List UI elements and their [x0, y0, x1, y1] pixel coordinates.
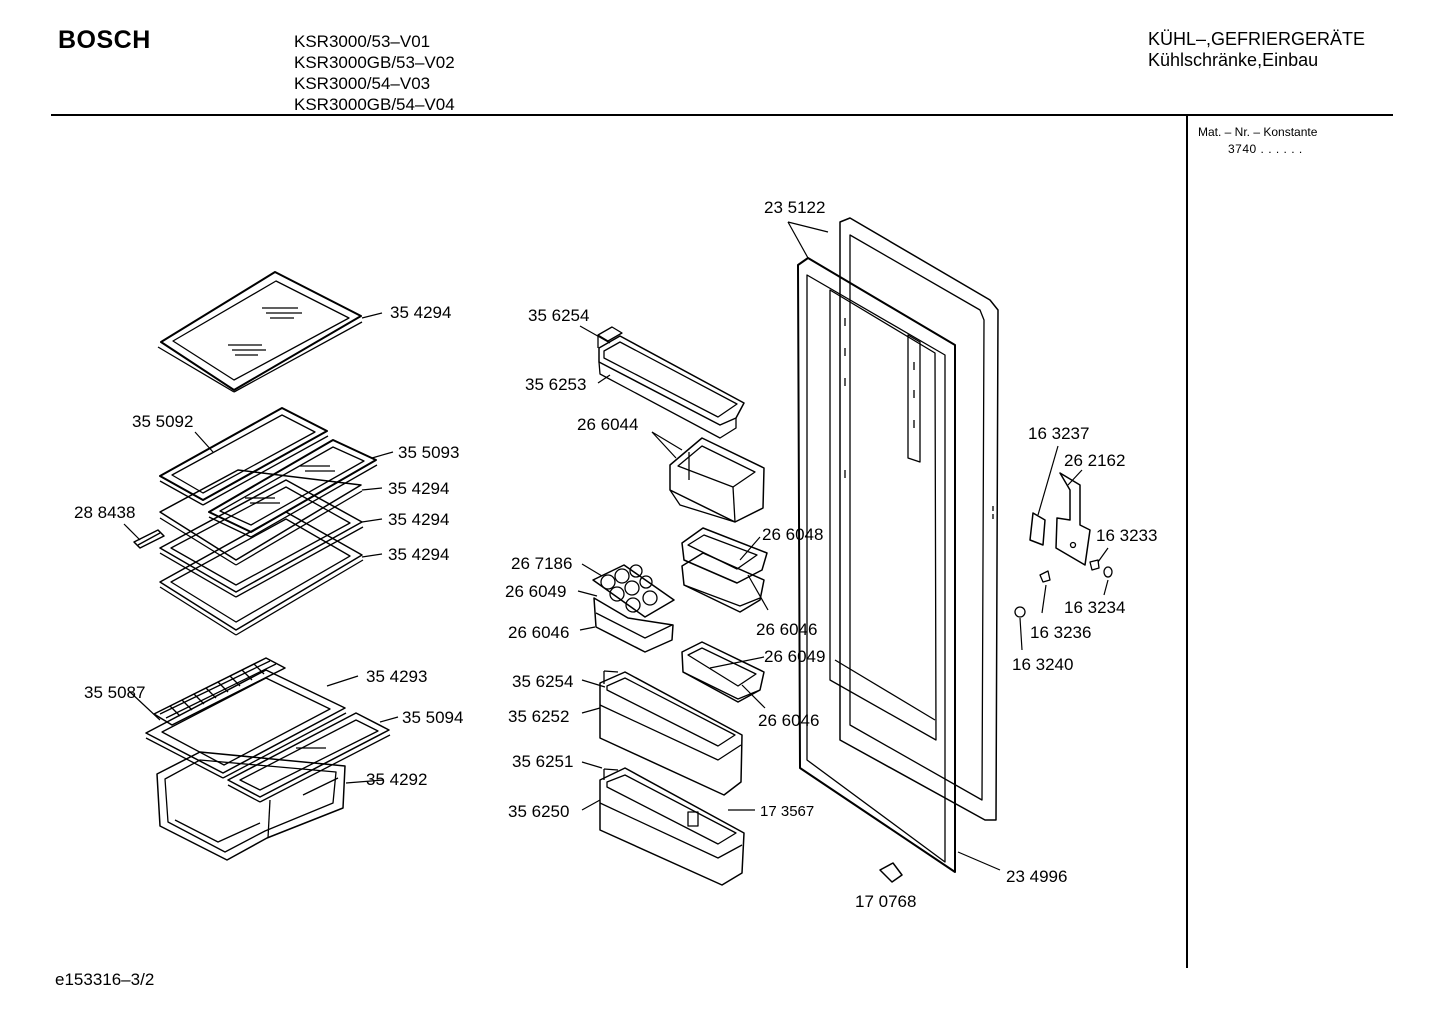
- part-label: 28 8438: [74, 503, 135, 522]
- glass-shelf-split-right: [208, 439, 378, 538]
- part-label: 35 4294: [390, 303, 451, 322]
- part-label: 35 6254: [528, 306, 589, 325]
- part-label: 35 6251: [512, 752, 573, 771]
- material-number-label: Mat. – Nr. – Konstante: [1198, 125, 1318, 139]
- part-label: 16 3233: [1096, 526, 1157, 545]
- part-label: 35 4294: [388, 479, 449, 498]
- part-label: 26 6049: [505, 582, 566, 601]
- door-bin-tall: [669, 437, 765, 523]
- brand-logo: BOSCH: [58, 26, 151, 54]
- sidebar-divider: [1186, 116, 1188, 968]
- part-label: 35 6250: [508, 802, 569, 821]
- model-item: KSR3000/53–V01: [294, 32, 431, 51]
- part-label: 26 6046: [758, 711, 819, 730]
- part-label: 26 6046: [508, 623, 569, 642]
- door-hinge-part: [879, 862, 903, 883]
- egg-tray: [592, 564, 675, 618]
- exploded-parts-diagram: 35 4294 35 5092 35 5093 35 4294 28 8438 …: [74, 198, 1157, 911]
- part-label: 35 4293: [366, 667, 427, 686]
- crisper-cover-grille: [153, 657, 286, 726]
- small-bin-left: [593, 597, 674, 653]
- part-label: 35 4294: [388, 545, 449, 564]
- part-label: 35 4294: [388, 510, 449, 529]
- part-label: 35 5093: [398, 443, 459, 462]
- model-list: KSR3000/53–V01 KSR3000GB/53–V02 KSR3000/…: [294, 31, 455, 115]
- glass-shelf-top: [157, 271, 363, 393]
- crisper-cover-glass: [145, 669, 347, 779]
- header-divider: [51, 114, 1393, 116]
- bin-small-right: [681, 641, 765, 703]
- part-label: 26 6049: [764, 647, 825, 666]
- part-label: 16 3240: [1012, 655, 1073, 674]
- category-block: KÜHL–,GEFRIERGERÄTE Kühlschränke,Einbau: [1148, 29, 1365, 71]
- part-label: 16 3236: [1030, 623, 1091, 642]
- part-label: 26 6046: [756, 620, 817, 639]
- glass-shelf-split-left: [159, 407, 329, 506]
- door-bin-large-2: [599, 767, 745, 886]
- bin-mid-lower: [681, 552, 765, 613]
- model-item: KSR3000GB/53–V02: [294, 53, 455, 72]
- door-panel: [839, 217, 999, 821]
- leader-lines: [123, 221, 1109, 871]
- part-label: 17 3567: [760, 803, 814, 820]
- part-label: 16 3237: [1028, 424, 1089, 443]
- door-bin-large-1: [599, 670, 743, 796]
- door-screws: [844, 318, 994, 519]
- door-inner-liner: [797, 257, 956, 873]
- material-number-value: 3740 . . . . . .: [1228, 142, 1303, 156]
- crisper-cover-front-trim: [227, 712, 391, 803]
- part-label: 23 5122: [764, 198, 825, 217]
- part-label: 26 6048: [762, 525, 823, 544]
- part-label: 35 6254: [512, 672, 573, 691]
- part-label: 26 7186: [511, 554, 572, 573]
- part-label: 23 4996: [1006, 867, 1067, 886]
- part-label: 16 3234: [1064, 598, 1125, 617]
- model-item: KSR3000/54–V03: [294, 74, 431, 93]
- glass-shelf-4: [159, 511, 364, 636]
- bin-mid-upper: [681, 527, 768, 584]
- category-title: KÜHL–,GEFRIERGERÄTE: [1148, 29, 1366, 49]
- part-label: 26 2162: [1064, 451, 1125, 470]
- part-label: 17 0768: [855, 892, 916, 911]
- drawing-id: e153316–3/2: [55, 970, 155, 989]
- part-label: 35 5087: [84, 683, 145, 702]
- crisper-drawer: [156, 751, 346, 861]
- part-label: 35 6253: [525, 375, 586, 394]
- part-label: 35 6252: [508, 707, 569, 726]
- part-label: 35 5092: [132, 412, 193, 431]
- door-bin-top-bracket: [597, 326, 623, 348]
- model-item: KSR3000GB/54–V04: [294, 95, 455, 114]
- part-label: 35 4292: [366, 770, 427, 789]
- shelf-trim-strip: [133, 529, 165, 549]
- part-label: 26 6044: [577, 415, 638, 434]
- part-callouts: 35 4294 35 5092 35 5093 35 4294 28 8438 …: [74, 198, 1157, 911]
- hinge-bracket-assembly: [1014, 472, 1113, 618]
- glass-shelf-2: [159, 469, 363, 566]
- part-label: 35 5094: [402, 708, 463, 727]
- door-bin-top: [598, 335, 745, 439]
- category-subtitle: Kühlschränke,Einbau: [1148, 50, 1319, 70]
